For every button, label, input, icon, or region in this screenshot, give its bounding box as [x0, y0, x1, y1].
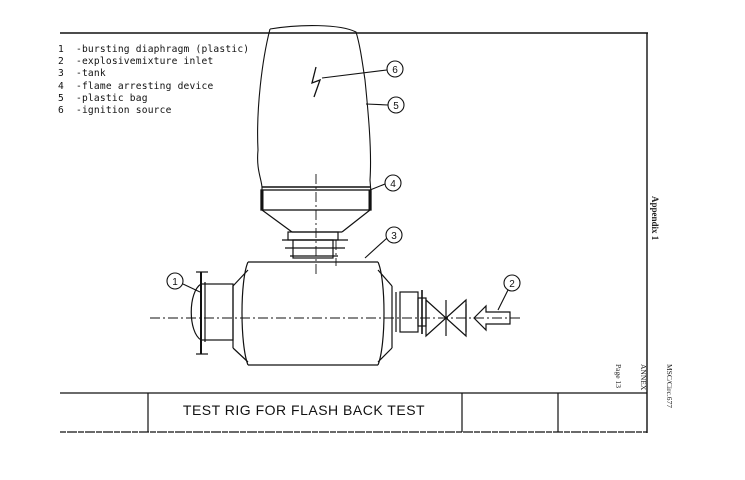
tank — [232, 261, 393, 366]
inlet-assembly — [395, 290, 511, 338]
flame-arresting-device — [260, 186, 372, 259]
legend-text: -bursting diaphragm (plastic) — [75, 44, 250, 55]
legend-text: -plastic bag — [75, 92, 148, 104]
doc-ref-line: Page 13 — [614, 364, 623, 388]
center-lines — [150, 174, 520, 319]
legend-item: 5 -plastic bag — [58, 93, 249, 105]
legend-text: -tank — [75, 68, 106, 80]
callout-label-3: 3 — [391, 231, 397, 242]
plastic-bag — [257, 25, 372, 194]
legend-item: 1 -bursting diaphragm (plastic) — [58, 44, 249, 56]
callout-circle-1 — [166, 272, 184, 290]
legend-item: 4 -flame arresting device — [58, 81, 249, 93]
callout-label-4: 4 — [390, 179, 396, 190]
legend-number: 4 — [58, 80, 64, 92]
ignition-source-icon — [311, 66, 322, 98]
legend-number: 3 — [58, 68, 64, 80]
callout-circle-6 — [386, 60, 404, 78]
callouts — [166, 60, 521, 311]
doc-ref-line: ANNEX — [639, 364, 649, 391]
legend-number: 2 — [58, 56, 64, 68]
callout-label-5: 5 — [393, 101, 399, 112]
callout-label-2: 2 — [509, 279, 515, 290]
legend-text: -explosivemixture inlet — [75, 56, 214, 68]
legend-text: -ignition source — [75, 105, 172, 117]
callout-circle-2 — [503, 274, 521, 292]
legend: 1 -bursting diaphragm (plastic) 2 -explo… — [58, 44, 249, 117]
drawing-title: TEST RIG FOR FLASH BACK TEST — [182, 402, 426, 418]
drawing-frame — [60, 32, 648, 433]
legend-item: 3 -tank — [58, 68, 249, 80]
legend-number: 6 — [58, 105, 64, 117]
callout-circle-3 — [385, 226, 403, 244]
bursting-diaphragm — [190, 271, 234, 355]
appendix-label: Appendix 1 — [650, 196, 660, 241]
legend-text: -flame arresting device — [75, 80, 214, 92]
legend-item: 6 -ignition source — [58, 105, 249, 117]
legend-number: 1 — [58, 44, 64, 55]
document-reference: MSC/Circ.677 ANNEX Page 13 — [597, 364, 691, 408]
legend-item: 2 -explosivemixture inlet — [58, 56, 249, 68]
legend-number: 5 — [58, 92, 64, 104]
doc-ref-line: MSC/Circ.677 — [665, 364, 674, 408]
callout-label-6: 6 — [392, 65, 398, 76]
callout-circle-4 — [384, 174, 402, 192]
callout-label-1: 1 — [172, 277, 178, 288]
